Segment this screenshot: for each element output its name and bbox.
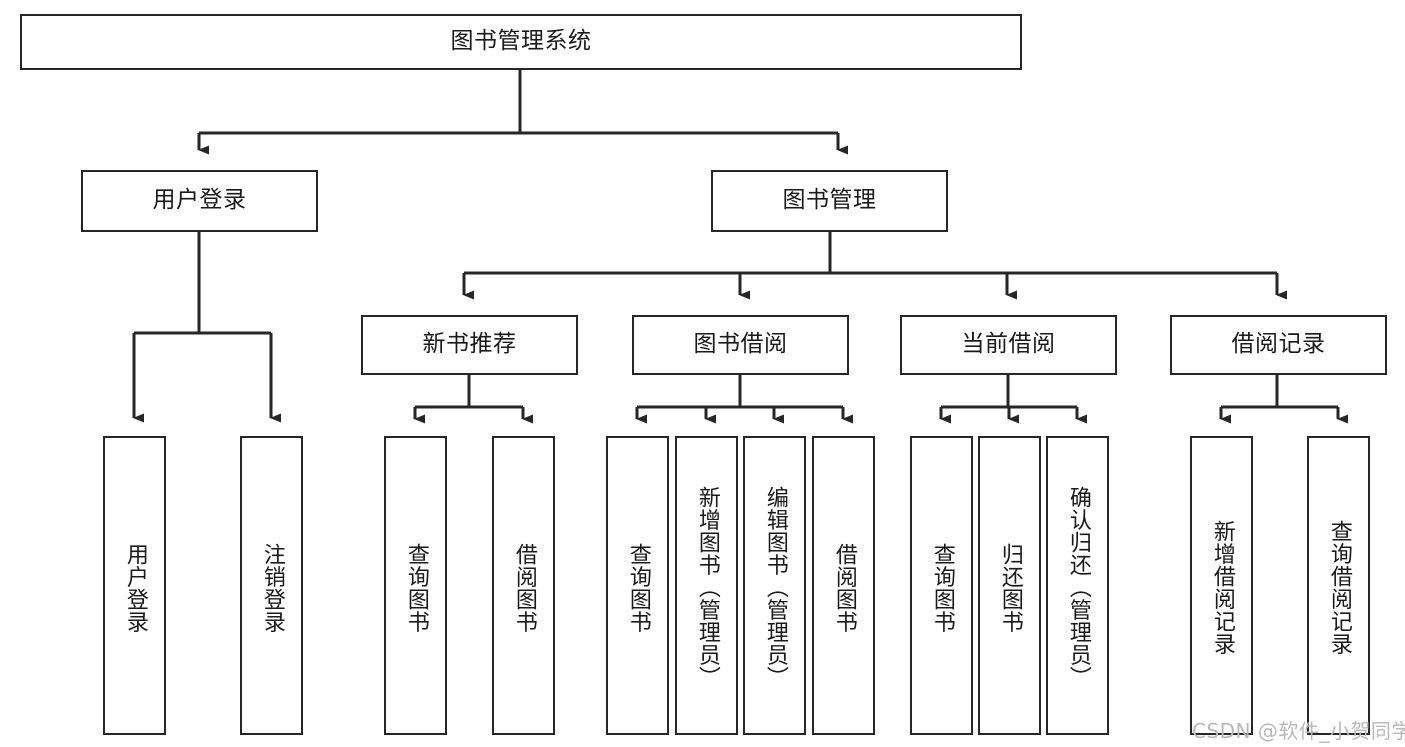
node-leaf-query-book-2-label: 查询图书 (625, 542, 651, 633)
node-new-book-recommend-label: 新书推荐 (422, 331, 517, 358)
node-current-borrow-label: 当前借阅 (961, 331, 1056, 358)
node-book-manage-label: 图书管理 (782, 187, 877, 214)
node-leaf-query-book-3[interactable]: 查询图书 (910, 436, 973, 735)
node-new-book-recommend[interactable]: 新书推荐 (361, 315, 578, 375)
node-borrow-record-label: 借阅记录 (1231, 331, 1326, 358)
node-root-label: 图书管理系统 (450, 28, 592, 55)
node-leaf-query-record[interactable]: 查询借阅记录 (1307, 436, 1370, 735)
node-leaf-add-record-label: 新增借阅记录 (1209, 520, 1235, 655)
node-leaf-edit-book-label: 编辑图书（管理员） (762, 486, 788, 689)
node-leaf-add-book-label: 新增图书（管理员） (694, 486, 720, 689)
node-root-book-management-system[interactable]: 图书管理系统 (20, 14, 1022, 70)
node-leaf-logout[interactable]: 注销登录 (240, 436, 303, 735)
node-current-borrow[interactable]: 当前借阅 (900, 315, 1117, 375)
node-user-login-label: 用户登录 (152, 187, 247, 214)
node-leaf-return-book-label: 归还图书 (997, 542, 1023, 633)
csdn-watermark: CSDN @软件_小贺同学 (1192, 719, 1405, 743)
node-leaf-borrow-book-1-label: 借阅图书 (511, 542, 537, 633)
node-leaf-add-book[interactable]: 新增图书（管理员） (675, 436, 738, 735)
node-borrow-record[interactable]: 借阅记录 (1170, 315, 1387, 375)
node-leaf-query-book-2[interactable]: 查询图书 (606, 436, 669, 735)
node-leaf-confirm-return-label: 确认归还（管理员） (1065, 486, 1091, 689)
node-leaf-borrow-book-2-label: 借阅图书 (831, 542, 857, 633)
node-leaf-borrow-book-2[interactable]: 借阅图书 (812, 436, 875, 735)
node-leaf-borrow-book-1[interactable]: 借阅图书 (492, 436, 555, 735)
node-leaf-confirm-return[interactable]: 确认归还（管理员） (1046, 436, 1109, 735)
node-leaf-edit-book[interactable]: 编辑图书（管理员） (743, 436, 806, 735)
node-book-manage[interactable]: 图书管理 (711, 170, 948, 232)
node-leaf-query-book-3-label: 查询图书 (929, 542, 955, 633)
node-leaf-query-record-label: 查询借阅记录 (1326, 520, 1352, 655)
node-user-login[interactable]: 用户登录 (81, 170, 318, 232)
node-leaf-query-book-1-label: 查询图书 (403, 542, 429, 633)
node-leaf-return-book[interactable]: 归还图书 (978, 436, 1041, 735)
node-leaf-user-login-label: 用户登录 (122, 542, 148, 633)
node-leaf-add-record[interactable]: 新增借阅记录 (1190, 436, 1253, 735)
node-book-borrow[interactable]: 图书借阅 (632, 315, 849, 375)
node-leaf-logout-label: 注销登录 (259, 542, 285, 633)
node-leaf-query-book-1[interactable]: 查询图书 (384, 436, 447, 735)
node-book-borrow-label: 图书借阅 (693, 331, 788, 358)
node-leaf-user-login[interactable]: 用户登录 (103, 436, 166, 735)
